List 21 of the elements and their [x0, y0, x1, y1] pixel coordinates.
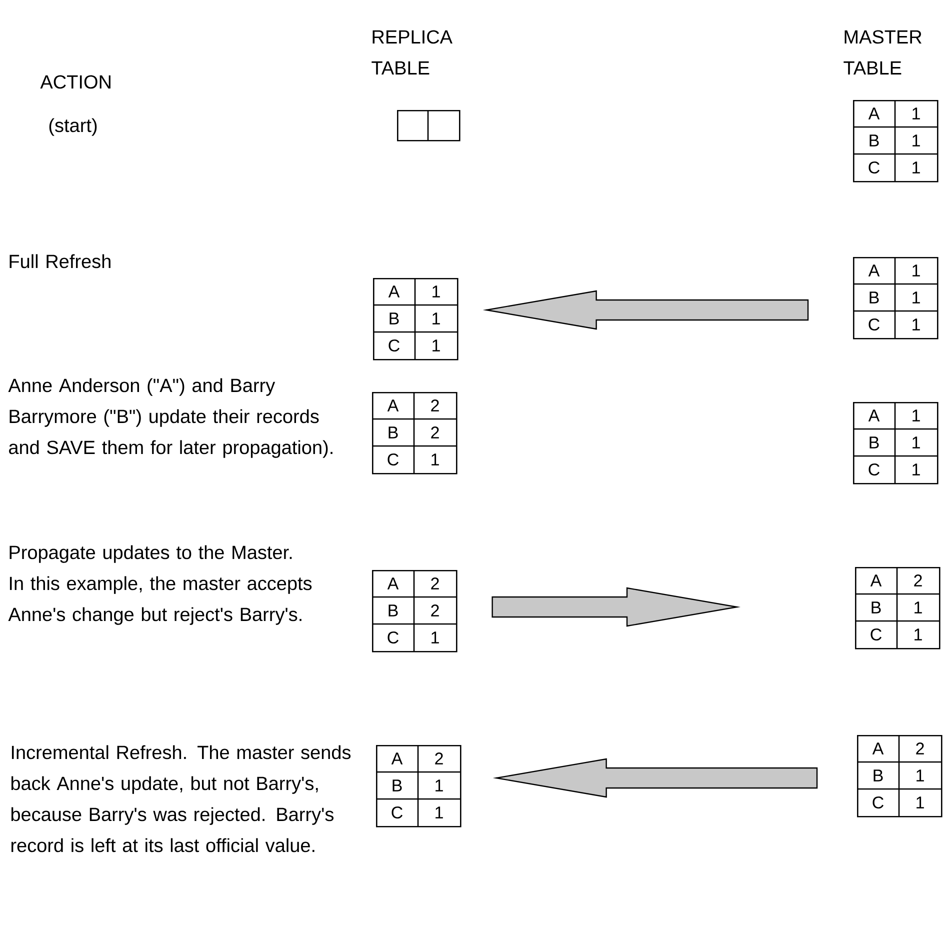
- action-text: Anne Anderson ("A") and Barry Barrymore ("B") update their records and SAVE them for later propagation).: [8, 378, 332, 458]
- column-header: MASTER TABLE: [844, 30, 922, 74]
- table: A 1 B 1 C 1: [853, 402, 938, 484]
- table: A 2 B 2 C 1: [372, 392, 458, 474]
- block-arrow: [492, 758, 818, 798]
- table: A 2 B 1 C 1: [376, 745, 462, 828]
- table: A 2 B 1 C 1: [857, 735, 942, 818]
- column-header: ACTION: [40, 75, 110, 89]
- table: A 2 B 1 C 1: [855, 567, 940, 650]
- table: A 1 B 1 C 1: [853, 100, 938, 182]
- table: A 2 B 2 C 1: [372, 570, 458, 652]
- table: A 1 B 1 C 1: [853, 257, 938, 340]
- action-text: Full Refresh: [10, 254, 110, 268]
- block-arrow: [492, 587, 741, 627]
- action-text: (start): [49, 118, 97, 136]
- column-header: REPLICA TABLE: [372, 30, 452, 74]
- table: A 1 B 1 C 1: [373, 278, 458, 360]
- block-arrow: [482, 290, 809, 330]
- action-text: Propagate updates to the Master. In this example, the master accepts Anne's change but reject's Barry's.: [8, 545, 312, 625]
- action-text: Incremental Refresh. The master sends back Anne's update, but not Barry's, because Barry's was rejected. Barry's record is left at its last official value.: [11, 745, 351, 852]
- empty-table: [397, 110, 460, 142]
